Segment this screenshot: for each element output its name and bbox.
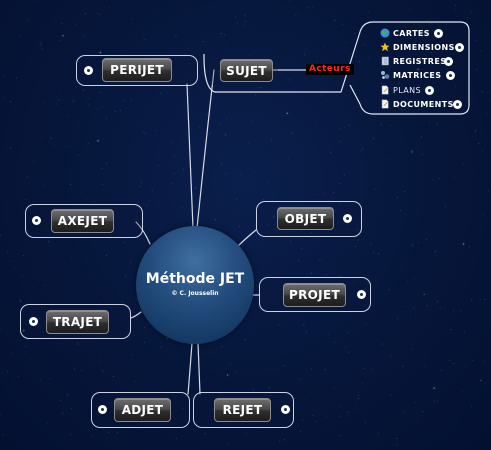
node-axejet[interactable]: AXEJET — [51, 209, 114, 233]
sujet-item-registres[interactable]: REGISTRES — [380, 55, 446, 67]
node-rejet[interactable]: REJET — [214, 398, 271, 422]
expand-toggle-rejet[interactable] — [281, 405, 290, 414]
sujet-item-dimensions[interactable]: DIMENSIONS — [380, 41, 455, 53]
expand-toggle-axejet[interactable] — [32, 216, 41, 225]
sujet-item-matrices[interactable]: MATRICES — [380, 69, 441, 81]
star-icon — [380, 42, 390, 52]
sujet-item-documents[interactable]: DOCUMENTS — [380, 98, 454, 110]
expand-toggle-registres[interactable] — [444, 57, 453, 66]
expand-toggle-trajet[interactable] — [29, 317, 38, 326]
sujet-item-cartes[interactable]: CARTES — [380, 27, 430, 39]
node-trajet[interactable]: TRAJET — [46, 310, 109, 334]
sujet-item-label: DIMENSIONS — [393, 42, 455, 52]
sujet-callout-label[interactable]: Acteurs — [306, 64, 354, 75]
node-objet[interactable]: OBJET — [277, 207, 334, 230]
expand-toggle-objet[interactable] — [343, 214, 352, 223]
matrix-icon — [381, 71, 390, 79]
expand-toggle-plans[interactable] — [425, 86, 434, 95]
link-trajet — [130, 311, 142, 319]
sujet-item-plans[interactable]: PLANS — [380, 84, 421, 96]
central-node-title: Méthode JET — [145, 271, 245, 287]
expand-toggle-documents[interactable] — [453, 100, 462, 109]
sujet-item-label: DOCUMENTS — [393, 99, 454, 109]
node-sujet[interactable]: SUJET — [220, 59, 273, 82]
central-node[interactable]: Méthode JET © C. Jousselin — [136, 226, 254, 344]
node-projet[interactable]: PROJET — [283, 283, 346, 307]
document-icon — [381, 99, 389, 109]
expand-toggle-dimensions[interactable] — [455, 43, 464, 52]
expand-toggle-perijet[interactable] — [84, 66, 93, 75]
expand-toggle-matrices[interactable] — [446, 71, 455, 80]
expand-toggle-adjet[interactable] — [98, 405, 107, 414]
sujet-item-label: MATRICES — [393, 70, 442, 80]
link-sujet — [196, 69, 215, 229]
sujet-item-label: REGISTRES — [393, 56, 447, 66]
sujet-item-label: CARTES — [393, 28, 430, 38]
node-perijet[interactable]: PERIJET — [102, 58, 172, 82]
link-axejet — [135, 221, 151, 245]
node-adjet[interactable]: ADJET — [114, 398, 171, 422]
link-adjet — [187, 342, 193, 395]
globe-icon — [380, 28, 390, 38]
link-perijet — [186, 83, 194, 229]
notebook-icon — [381, 56, 389, 66]
document-icon — [381, 85, 389, 95]
sujet-item-label: PLANS — [393, 85, 421, 95]
link-rejet — [197, 342, 201, 395]
central-node-subtitle: © C. Jousselin — [171, 290, 219, 297]
expand-toggle-cartes[interactable] — [434, 29, 443, 38]
expand-toggle-projet[interactable] — [357, 290, 366, 299]
